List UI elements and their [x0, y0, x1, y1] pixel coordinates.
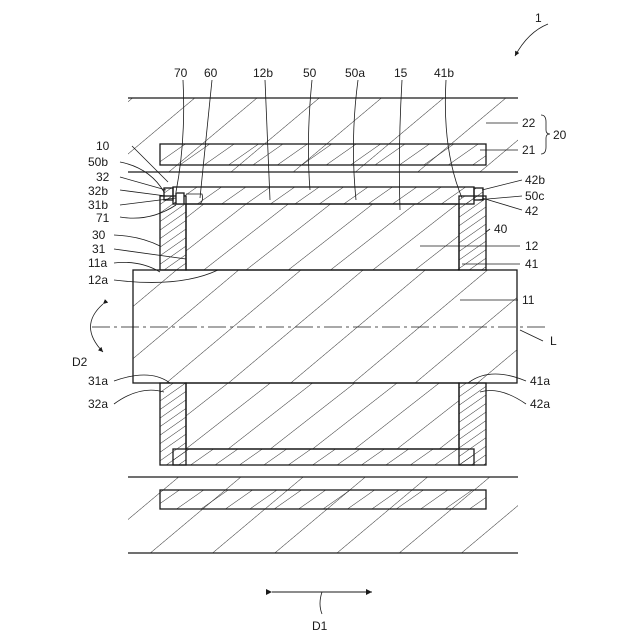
label-21: 21 — [522, 143, 536, 157]
flange-41-upper — [459, 196, 486, 270]
label-40: 40 — [494, 222, 508, 236]
shaft-11 — [133, 270, 517, 383]
label-31: 31 — [92, 242, 106, 256]
label-42b: 42b — [525, 173, 545, 187]
label-50a: 50a — [345, 66, 365, 80]
block-42 — [474, 188, 483, 200]
label-41b: 41b — [434, 66, 454, 80]
label-31a: 31a — [88, 374, 108, 388]
label-41a: 41a — [530, 374, 550, 388]
label-42a: 42a — [530, 397, 550, 411]
label-10: 10 — [96, 139, 110, 153]
label-31b: 31b — [88, 198, 108, 212]
label-D1: D1 — [312, 619, 328, 633]
label-32: 32 — [96, 170, 110, 184]
label-50b: 50b — [88, 155, 108, 169]
label-60: 60 — [204, 66, 218, 80]
label-70: 70 — [174, 66, 188, 80]
brace-20 — [541, 115, 550, 154]
label-32a: 32a — [88, 397, 108, 411]
label-11: 11 — [522, 293, 535, 307]
label-11a: 11a — [88, 256, 107, 270]
lower-strip — [160, 490, 486, 509]
label-12: 12 — [525, 239, 539, 253]
reference-1-arrow — [515, 24, 548, 56]
piece-70 — [176, 193, 184, 204]
d1-leader — [320, 592, 322, 614]
label-32b: 32b — [88, 184, 108, 198]
label-50: 50 — [303, 66, 317, 80]
label-15: 15 — [394, 66, 408, 80]
label-20: 20 — [553, 128, 567, 142]
cover-plate-lower — [173, 449, 474, 465]
label-12a: 12a — [88, 273, 108, 287]
core-12-lower — [186, 383, 459, 449]
core-12-upper — [186, 204, 459, 270]
label-22: 22 — [522, 116, 536, 130]
flange-31-lower — [160, 383, 186, 465]
label-71: 71 — [96, 211, 110, 225]
label-12b: 12b — [253, 66, 273, 80]
lower-plate — [128, 477, 518, 553]
flange-41-lower — [459, 383, 486, 465]
cover-plate-50 — [173, 187, 474, 204]
label-L: L — [550, 334, 557, 348]
label-50c: 50c — [525, 189, 544, 203]
rotation-arrow-d2 — [91, 304, 104, 352]
label-D2: D2 — [72, 355, 88, 369]
label-1: 1 — [535, 11, 542, 25]
strip-21 — [160, 144, 486, 165]
label-30: 30 — [92, 228, 106, 242]
label-42: 42 — [525, 204, 539, 218]
label-41: 41 — [525, 257, 539, 271]
